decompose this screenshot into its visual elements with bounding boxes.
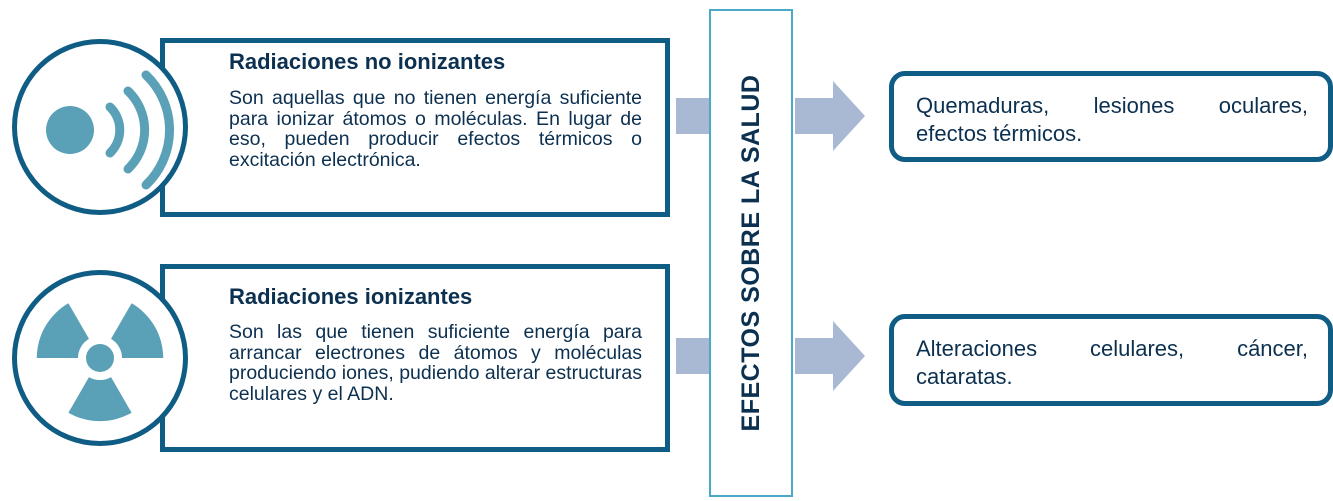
ionizing-effects-box: Alteraciones celulares, cáncer, catarata… [889, 314, 1333, 406]
arrow-in-bottom [676, 338, 712, 374]
non-ionizing-card [160, 38, 670, 217]
arrow-out-bottom [795, 321, 865, 391]
arrow-out-top [795, 81, 865, 151]
non-ionizing-title: Radiaciones no ionizantes [229, 49, 506, 74]
ionizing-description: Son las que tienen suficiente energía pa… [229, 321, 643, 405]
central-bar [709, 9, 793, 497]
non-ionizing-effects-box: Quemaduras, lesiones oculares, efectos t… [889, 71, 1333, 162]
ionizing-title: Radiaciones ionizantes [229, 284, 473, 309]
radiation-icon [36, 303, 164, 422]
non-ionizing-icon-circle [12, 39, 188, 215]
ionizing-card [160, 264, 670, 452]
non-ionizing-description: Son aquellas que no tienen energía sufic… [229, 87, 642, 171]
radio-wave-icon [46, 70, 174, 190]
central-label: EFECTOS SOBRE LA SALUD [737, 74, 765, 432]
arrow-in-top [676, 98, 712, 134]
ionizing-icon-circle [12, 270, 188, 446]
